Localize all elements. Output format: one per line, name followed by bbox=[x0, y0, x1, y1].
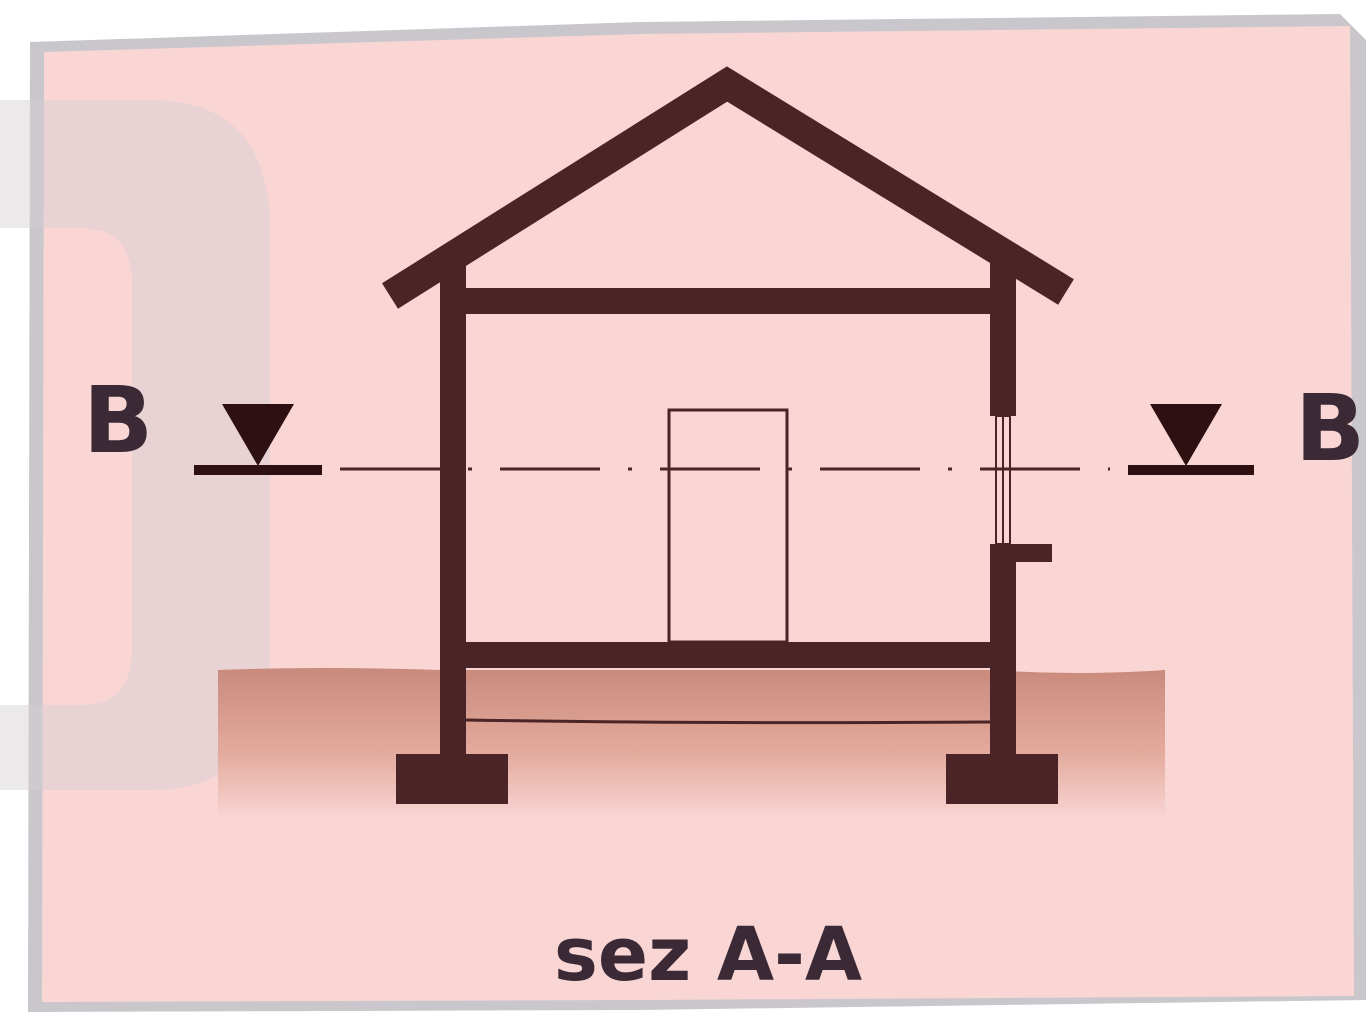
interior-door bbox=[667, 408, 789, 644]
ceiling-slab bbox=[440, 288, 1016, 314]
floor-slab bbox=[440, 642, 1016, 668]
right-wall-upper bbox=[990, 262, 1016, 416]
window-sill bbox=[990, 544, 1052, 562]
triangle-down-icon bbox=[1150, 404, 1222, 466]
watermark-shape bbox=[0, 100, 270, 790]
window bbox=[995, 415, 1011, 545]
left-cut-letter: B bbox=[83, 367, 153, 474]
triangle-down-icon bbox=[222, 404, 294, 466]
right-cut-letter: B bbox=[1295, 375, 1365, 482]
left-wall bbox=[440, 262, 466, 762]
right-footing bbox=[946, 754, 1058, 804]
crawlspace-ground-line bbox=[465, 718, 991, 725]
roof bbox=[382, 66, 1074, 309]
left-cut-marker bbox=[194, 404, 322, 475]
section-caption: sez A-A bbox=[554, 912, 862, 998]
left-footing bbox=[396, 754, 508, 804]
right-cut-marker bbox=[1128, 404, 1254, 475]
